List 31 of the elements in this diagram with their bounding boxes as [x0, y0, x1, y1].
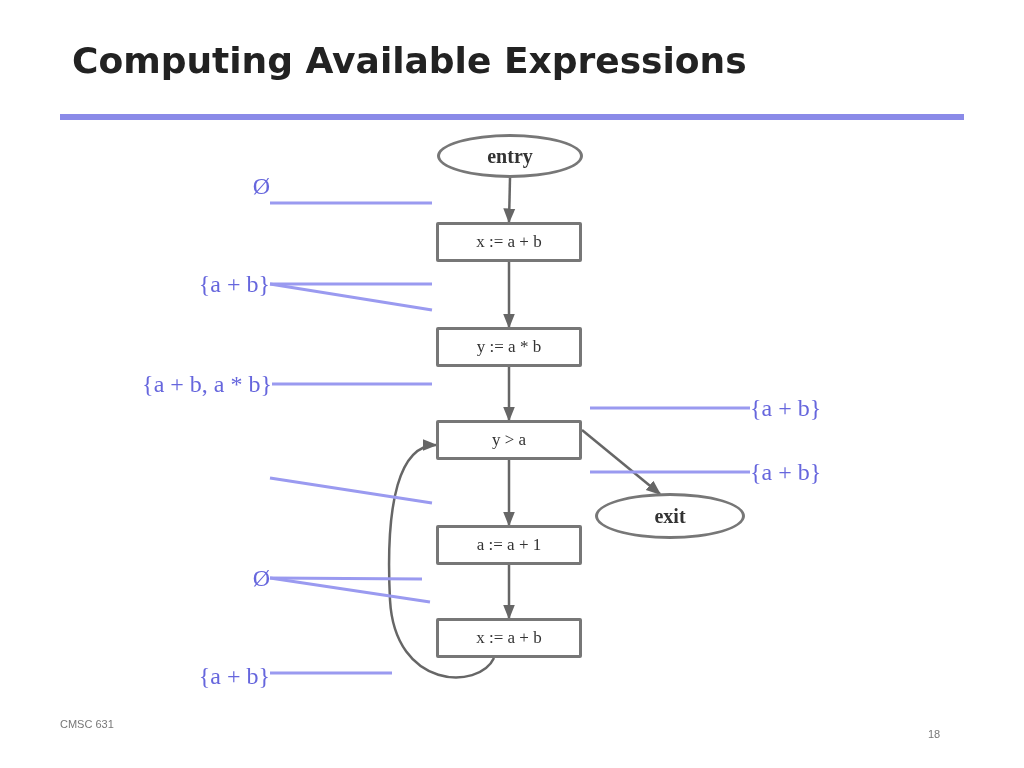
leader-line	[269, 576, 431, 604]
leader-line	[269, 282, 433, 312]
expression-set-label: {a + b}	[100, 658, 270, 694]
page-number: 18	[928, 728, 941, 740]
expression-set-label: {a + b}	[750, 454, 890, 490]
leader-line	[270, 201, 432, 205]
course-code: CMSC 631	[60, 718, 114, 730]
arrow	[503, 262, 515, 329]
expression-set-label: {a + b, a * b}	[50, 366, 272, 402]
statement-box: a := a + 1	[436, 525, 582, 565]
leader-line	[590, 470, 750, 474]
leader-line	[272, 382, 432, 386]
statement-box: x := a + b	[436, 618, 582, 658]
arrow	[387, 440, 496, 679]
arrow	[581, 429, 662, 495]
terminal-ellipse: entry	[437, 134, 583, 178]
expression-set-label: {a + b}	[150, 266, 270, 302]
statement-box: y > a	[436, 420, 582, 460]
terminal-ellipse: exit	[595, 493, 745, 539]
arrow	[503, 460, 515, 527]
slide-title: Computing Available Expressions	[72, 40, 747, 81]
leader-line	[270, 671, 392, 675]
arrow	[503, 177, 516, 224]
expression-set-label: Ø	[220, 168, 270, 204]
arrow	[503, 367, 515, 422]
arrow	[503, 565, 515, 620]
leader-line	[590, 406, 750, 410]
statement-box: x := a + b	[436, 222, 582, 262]
expression-set-label: Ø	[190, 560, 270, 596]
expression-set-label: {a + b}	[750, 390, 890, 426]
statement-box: y := a * b	[436, 327, 582, 367]
